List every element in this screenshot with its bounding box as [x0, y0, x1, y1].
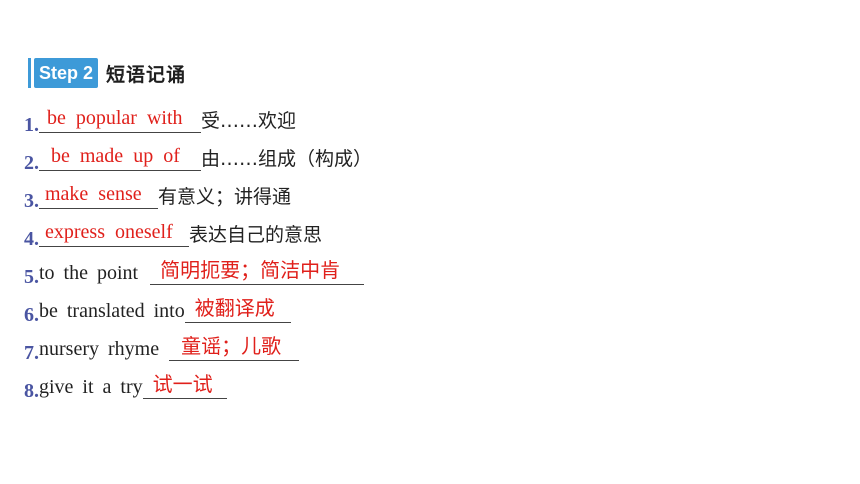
phrase-item-3: 3. make sense 有意义；讲得通 — [24, 179, 291, 213]
item-number: 4. — [24, 228, 39, 250]
answer-blank: 童谣；儿歌 — [169, 330, 300, 361]
phrase-item-8: 8. give it a try 试一试 — [24, 369, 227, 403]
phrase-text: nursery rhyme — [39, 338, 160, 360]
phrase-text: give it a try — [39, 376, 143, 398]
item-number: 1. — [24, 114, 39, 136]
step-badge: Step 2 — [34, 58, 99, 88]
phrase-item-1: 1. be popular with 受……欢迎 — [24, 103, 296, 137]
meaning-text: 受……欢迎 — [201, 110, 297, 132]
phrase-text: be translated into — [39, 300, 185, 322]
phrase-item-2: 2. be made up of 由……组成（构成） — [24, 141, 372, 175]
answer-text: 简明扼要；简洁中肯 — [160, 258, 341, 282]
answer-blank: express oneself — [39, 216, 189, 247]
item-number: 7. — [24, 342, 39, 364]
phrase-text: to the point — [39, 262, 139, 284]
phrase-item-6: 6. be translated into 被翻译成 — [24, 293, 291, 327]
phrase-item-5: 5. to the point 简明扼要；简洁中肯 — [24, 254, 365, 289]
answer-blank: 简明扼要；简洁中肯 — [150, 254, 365, 285]
meaning-text: 由……组成（构成） — [201, 148, 373, 170]
header-accent-bar — [28, 58, 31, 88]
meaning-text: 表达自己的意思 — [189, 224, 323, 246]
answer-text: express oneself — [45, 221, 173, 243]
answer-blank: be popular with — [39, 102, 201, 133]
section-header: Step 2 短语记诵 — [28, 58, 186, 88]
item-number: 3. — [24, 190, 39, 212]
phrase-item-4: 4. express oneself 表达自己的意思 — [24, 217, 322, 251]
answer-blank: be made up of — [39, 140, 201, 171]
item-number: 2. — [24, 152, 39, 174]
answer-text: be popular with — [47, 107, 183, 129]
answer-blank: 试一试 — [142, 368, 227, 399]
item-number: 5. — [24, 266, 39, 288]
item-number: 6. — [24, 304, 39, 326]
answer-text: 被翻译成 — [194, 296, 275, 320]
phrase-item-7: 7. nursery rhyme 童谣；儿歌 — [24, 330, 300, 365]
answer-blank: make sense — [39, 178, 158, 209]
answer-text: 试一试 — [152, 372, 213, 396]
item-number: 8. — [24, 380, 39, 402]
section-title: 短语记诵 — [106, 63, 187, 86]
answer-text: 童谣；儿歌 — [181, 334, 282, 358]
answer-blank: 被翻译成 — [184, 292, 291, 323]
answer-text: make sense — [45, 183, 142, 205]
answer-text: be made up of — [51, 145, 180, 167]
meaning-text: 有意义；讲得通 — [158, 186, 292, 208]
